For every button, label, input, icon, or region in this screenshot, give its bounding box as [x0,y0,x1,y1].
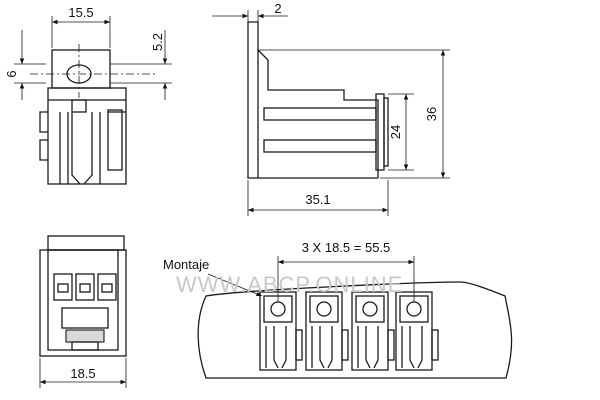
front-view [39,49,127,185]
dim-offset-5-2: 5.2 [150,33,165,51]
dim-height-6: 6 [4,70,19,77]
dim-length-35-1: 35.1 [305,192,330,207]
watermark-text: WWW.ABCP.ONLINE [176,272,403,297]
connector-4 [395,291,439,371]
mounting-leader [207,273,263,297]
connector-3 [351,291,395,371]
side-view [247,21,389,179]
dim-pitch: 3 X 18.5 = 55.5 [302,240,391,255]
bottom-view [39,235,127,357]
connector-1 [259,291,303,371]
dim-height-36: 36 [424,107,439,121]
dim-width-top: 15.5 [68,5,93,20]
connector-2 [305,291,349,371]
dim-side-2: 2 [274,1,281,16]
dim-height-24: 24 [388,125,403,139]
mounting-label: Montaje [163,257,209,272]
dim-width-bottom: 18.5 [70,366,95,381]
